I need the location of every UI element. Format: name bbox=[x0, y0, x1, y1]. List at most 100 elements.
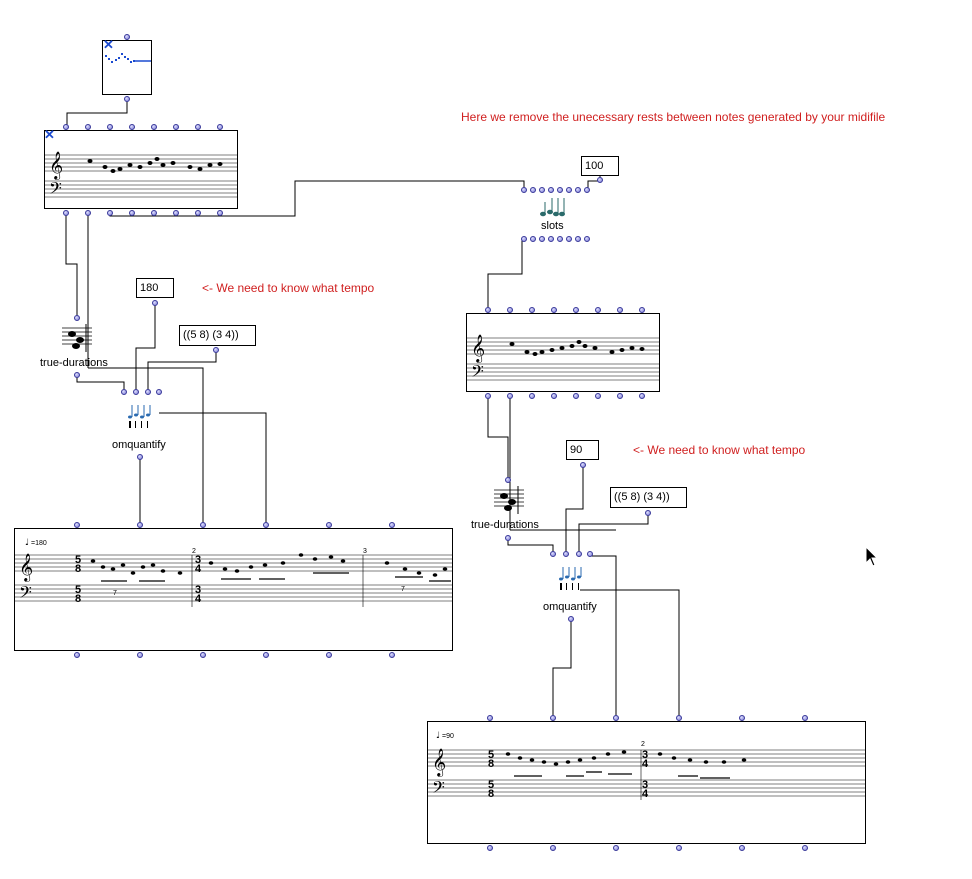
tempo-value-box-left[interactable]: 180 bbox=[136, 278, 174, 298]
connection-port[interactable] bbox=[645, 510, 651, 516]
tempo-value-box-right[interactable]: 90 bbox=[566, 440, 599, 460]
connection-port[interactable] bbox=[200, 652, 206, 658]
connection-port[interactable] bbox=[802, 845, 808, 851]
connection-port[interactable] bbox=[529, 393, 535, 399]
voice-box-right[interactable]: 𝄞 𝄢 ♩ =90 2 5 8 5 8 3 4 3 4 bbox=[427, 721, 866, 844]
connection-port[interactable] bbox=[575, 187, 581, 193]
connection-port[interactable] bbox=[550, 715, 556, 721]
connection-port[interactable] bbox=[739, 845, 745, 851]
connection-port[interactable] bbox=[530, 236, 536, 242]
connection-port[interactable] bbox=[575, 236, 581, 242]
connection-port[interactable] bbox=[151, 210, 157, 216]
slots-icon[interactable] bbox=[539, 194, 569, 218]
connection-port[interactable] bbox=[566, 187, 572, 193]
connection-port[interactable] bbox=[326, 522, 332, 528]
connection-port[interactable] bbox=[156, 389, 162, 395]
connection-port[interactable] bbox=[200, 522, 206, 528]
connection-port[interactable] bbox=[137, 454, 143, 460]
signature-value-box-right[interactable]: ((5 8) (3 4)) bbox=[610, 487, 687, 508]
connection-port[interactable] bbox=[173, 210, 179, 216]
connection-port[interactable] bbox=[195, 124, 201, 130]
slots-value-box[interactable]: 100 bbox=[581, 156, 619, 176]
omquantify-icon[interactable] bbox=[126, 403, 154, 429]
connection-port[interactable] bbox=[63, 210, 69, 216]
connection-port[interactable] bbox=[107, 124, 113, 130]
connection-port[interactable] bbox=[551, 393, 557, 399]
connection-port[interactable] bbox=[263, 522, 269, 528]
connection-port[interactable] bbox=[551, 307, 557, 313]
connection-port[interactable] bbox=[151, 124, 157, 130]
connection-port[interactable] bbox=[617, 307, 623, 313]
connection-port[interactable] bbox=[137, 522, 143, 528]
connection-port[interactable] bbox=[74, 652, 80, 658]
connection-port[interactable] bbox=[548, 187, 554, 193]
connection-port[interactable] bbox=[152, 300, 158, 306]
connection-port[interactable] bbox=[587, 551, 593, 557]
connection-port[interactable] bbox=[217, 210, 223, 216]
connection-port[interactable] bbox=[566, 236, 572, 242]
true-durations-icon[interactable] bbox=[60, 322, 94, 354]
connection-port[interactable] bbox=[548, 236, 554, 242]
connection-port[interactable] bbox=[107, 210, 113, 216]
connection-port[interactable] bbox=[74, 372, 80, 378]
connection-port[interactable] bbox=[263, 652, 269, 658]
connection-port[interactable] bbox=[550, 845, 556, 851]
connection-port[interactable] bbox=[85, 210, 91, 216]
connection-port[interactable] bbox=[507, 307, 513, 313]
connection-port[interactable] bbox=[595, 307, 601, 313]
connection-port[interactable] bbox=[539, 187, 545, 193]
connection-port[interactable] bbox=[573, 307, 579, 313]
omquantify-icon[interactable] bbox=[557, 565, 585, 591]
connection-port[interactable] bbox=[389, 522, 395, 528]
connection-port[interactable] bbox=[676, 715, 682, 721]
bpf-editor-box[interactable] bbox=[102, 40, 152, 95]
connection-port[interactable] bbox=[568, 616, 574, 622]
connection-port[interactable] bbox=[505, 477, 511, 483]
connection-port[interactable] bbox=[121, 389, 127, 395]
connection-port[interactable] bbox=[580, 462, 586, 468]
connection-port[interactable] bbox=[485, 393, 491, 399]
connection-port[interactable] bbox=[563, 551, 569, 557]
connection-port[interactable] bbox=[573, 393, 579, 399]
connection-port[interactable] bbox=[195, 210, 201, 216]
connection-port[interactable] bbox=[213, 347, 219, 353]
lock-icon[interactable]: ✕ bbox=[103, 37, 114, 52]
connection-port[interactable] bbox=[739, 715, 745, 721]
connection-port[interactable] bbox=[529, 307, 535, 313]
connection-port[interactable] bbox=[530, 187, 536, 193]
connection-port[interactable] bbox=[485, 307, 491, 313]
connection-port[interactable] bbox=[617, 393, 623, 399]
connection-port[interactable] bbox=[74, 315, 80, 321]
connection-port[interactable] bbox=[137, 652, 143, 658]
connection-port[interactable] bbox=[613, 715, 619, 721]
connection-port[interactable] bbox=[85, 124, 91, 130]
true-durations-icon[interactable] bbox=[492, 484, 526, 516]
connection-port[interactable] bbox=[487, 845, 493, 851]
connection-port[interactable] bbox=[676, 845, 682, 851]
connection-port[interactable] bbox=[129, 210, 135, 216]
connection-port[interactable] bbox=[576, 551, 582, 557]
connection-port[interactable] bbox=[145, 389, 151, 395]
chord-seq-box[interactable]: 𝄞 𝄢 bbox=[44, 130, 238, 209]
lock-icon[interactable]: ✕ bbox=[44, 127, 55, 142]
connection-port[interactable] bbox=[521, 187, 527, 193]
connection-port[interactable] bbox=[133, 389, 139, 395]
connection-port[interactable] bbox=[124, 96, 130, 102]
connection-port[interactable] bbox=[173, 124, 179, 130]
connection-port[interactable] bbox=[802, 715, 808, 721]
connection-port[interactable] bbox=[124, 34, 130, 40]
connection-port[interactable] bbox=[584, 187, 590, 193]
connection-port[interactable] bbox=[74, 522, 80, 528]
connection-port[interactable] bbox=[217, 124, 223, 130]
connection-port[interactable] bbox=[389, 652, 395, 658]
connection-port[interactable] bbox=[613, 845, 619, 851]
connection-port[interactable] bbox=[487, 715, 493, 721]
connection-port[interactable] bbox=[507, 393, 513, 399]
connection-port[interactable] bbox=[521, 236, 527, 242]
connection-port[interactable] bbox=[505, 535, 511, 541]
connection-port[interactable] bbox=[597, 177, 603, 183]
connection-port[interactable] bbox=[326, 652, 332, 658]
chord-seq-box-right[interactable]: 𝄞 𝄢 bbox=[466, 313, 660, 392]
voice-box-left[interactable]: 𝄞 𝄢 ♩ =180 2 3 5 8 5 8 3 4 3 4 7 7 bbox=[14, 528, 453, 651]
connection-port[interactable] bbox=[557, 187, 563, 193]
